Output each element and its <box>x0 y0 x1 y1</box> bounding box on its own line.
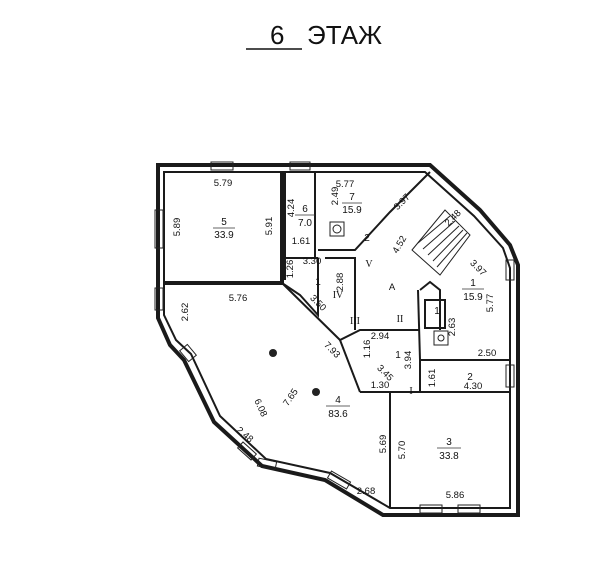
dim-5-91: 5.91 <box>264 217 275 236</box>
column-marker-2 <box>312 388 320 396</box>
room-5-area: 33.9 <box>214 230 234 241</box>
room-6-number: 6 <box>302 204 308 215</box>
zone-labels: I II III IV V A <box>333 259 413 397</box>
room-2-number: 2 <box>364 233 370 244</box>
room-3-area: 33.8 <box>439 451 459 462</box>
dim-1-61: 1.61 <box>292 236 311 247</box>
dim-5-79: 5.79 <box>214 178 233 189</box>
interior-walls <box>165 171 510 508</box>
dim-3-94: 3.94 <box>403 351 414 370</box>
dim-3-97-top: 3.97 <box>392 192 413 213</box>
windows <box>154 161 515 514</box>
dim-2-88: 2.88 <box>335 273 346 292</box>
sink-bowl <box>332 224 342 234</box>
room-1-bath-number: 1 <box>434 306 440 317</box>
dim-6-08: 6.08 <box>251 397 269 418</box>
room-labels: 5 33.9 6 7.0 7 15.9 1 15.9 4 83.6 3 33.8… <box>213 192 484 462</box>
room-6-area: 7.0 <box>298 218 312 229</box>
dim-1-30: 1.30 <box>371 380 390 391</box>
room-4-area: 83.6 <box>328 409 348 420</box>
dim-2-62: 2.62 <box>180 303 191 322</box>
dim-1-16: 1.16 <box>362 340 373 359</box>
dim-1-26: 1.26 <box>285 260 296 279</box>
dim-2-63: 2.63 <box>447 318 458 337</box>
dim-5-86: 5.86 <box>446 490 465 501</box>
dim-5-77-top: 5.77 <box>336 179 355 190</box>
dim-2-50: 2.50 <box>478 348 497 359</box>
sink-fixture <box>329 221 345 237</box>
dimension-labels: 5.79 5.89 5.91 4.24 1.61 5.77 2.49 3.97 … <box>172 178 496 501</box>
dim-7-65: 7.65 <box>281 387 301 408</box>
floor-word: ЭТАЖ <box>307 20 382 50</box>
room-1-top-area: 15.9 <box>463 292 483 303</box>
dim-5-69: 5.69 <box>378 435 389 454</box>
zone-ii: II <box>397 314 404 325</box>
room-5-number: 5 <box>221 217 227 228</box>
zone-iv: IV <box>333 290 344 301</box>
dim-4-24: 4.24 <box>286 199 297 218</box>
dim-5-76: 5.76 <box>229 293 248 304</box>
dim-3-97-right: 3.97 <box>467 258 488 279</box>
staircase <box>411 209 471 276</box>
room-4-number: 4 <box>335 395 341 406</box>
dim-5-77-right: 5.77 <box>485 294 496 313</box>
toilet-fixture <box>433 330 449 346</box>
dim-2-68: 2.68 <box>357 486 376 497</box>
room-7-number: 7 <box>349 192 355 203</box>
room-2-bath-number: 2 <box>467 372 473 383</box>
room-3-number: 3 <box>446 437 452 448</box>
outer-walls <box>154 161 520 517</box>
zone-v: V <box>365 259 373 270</box>
zone-i: I <box>409 386 412 397</box>
dim-7-93: 7.93 <box>321 340 342 361</box>
dim-4-30: 4.30 <box>464 381 483 392</box>
toilet-bowl <box>437 334 445 342</box>
dim-2-49: 2.49 <box>330 187 341 206</box>
dim-2-94: 2.94 <box>371 331 390 342</box>
dim-5-89: 5.89 <box>172 218 183 237</box>
floor-number: 6 <box>270 20 284 50</box>
room-1-small-number: 1 <box>315 277 321 288</box>
room-1-mid-number: 1 <box>395 350 401 361</box>
column-marker-1 <box>269 349 277 357</box>
zone-iii: III <box>350 316 360 327</box>
room-7-area: 15.9 <box>342 205 362 216</box>
dim-4-52: 4.52 <box>390 234 409 256</box>
dim-1-61-bath: 1.61 <box>427 369 438 388</box>
dim-5-70: 5.70 <box>397 441 408 460</box>
room-1-top-number: 1 <box>470 278 476 289</box>
zone-a: A <box>389 282 396 293</box>
dim-3-30: 3.30 <box>303 256 322 267</box>
